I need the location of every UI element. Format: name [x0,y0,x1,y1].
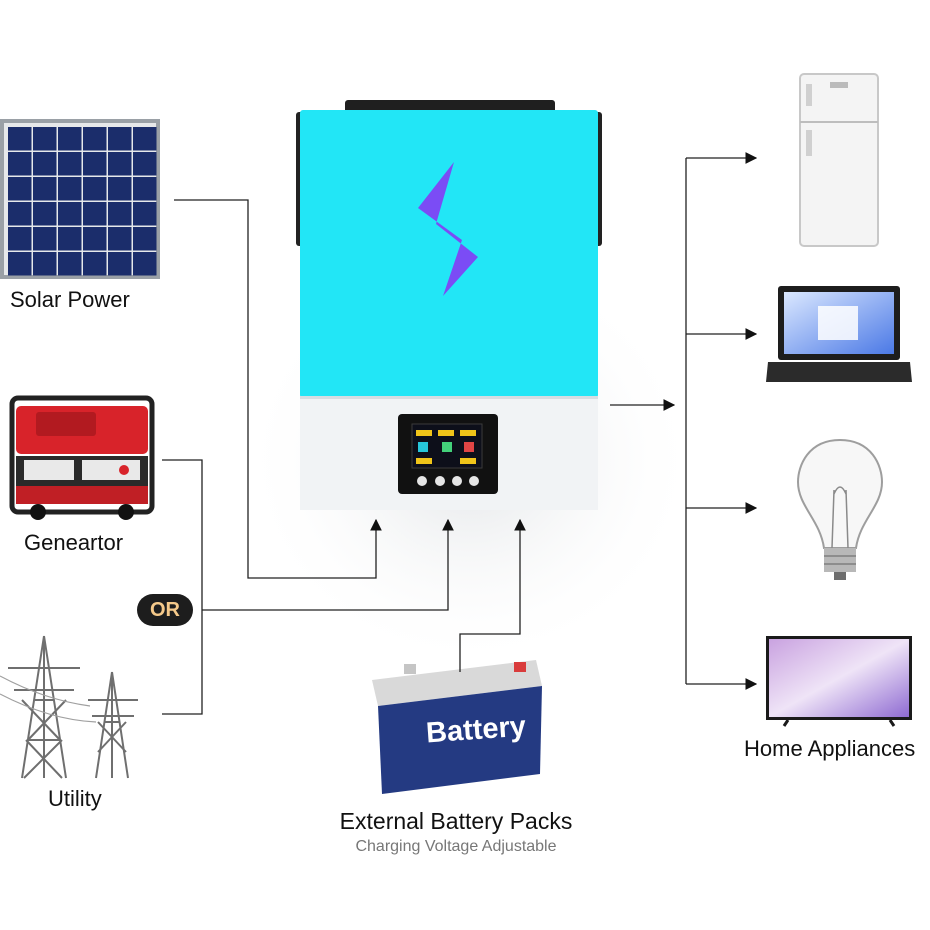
battery-subcaption: Charging Voltage Adjustable [355,838,557,855]
grid-connection [202,518,454,611]
power-tower-icon [0,635,138,779]
solar-cell [58,227,82,251]
solar-cell [133,202,157,226]
solar-cell [108,227,132,251]
solar-cell [58,177,82,201]
solar-cell [133,227,157,251]
solar-cell [33,177,57,201]
battery-icon [372,660,542,794]
solar-cell [83,152,107,176]
solar-cell [83,127,107,151]
solar-cell [83,202,107,226]
solar-cell [133,127,157,151]
laptop-icon [766,286,912,382]
solar-cell [58,202,82,226]
television-icon [766,636,912,727]
battery-caption: External Battery Packs [339,808,573,834]
solar-cell [108,177,132,201]
solar-cell [8,202,32,226]
solar-connection [174,199,382,579]
solar-cell [83,177,107,201]
solar-cell [33,152,57,176]
solar-cell [83,252,107,276]
inverter-icon [240,100,700,670]
solar-cell [133,177,157,201]
solar-cell [58,152,82,176]
generator-connection [162,459,203,715]
solar-cell [8,127,32,151]
solar-power-label: Solar Power [10,287,130,312]
solar-cell [133,152,157,176]
solar-cell [33,127,57,151]
solar-cell [83,227,107,251]
or-badge: OR [137,594,193,626]
connection-lines [162,152,758,715]
home-appliances-label: Home Appliances [744,736,916,761]
solar-cell [58,127,82,151]
solar-cell [33,202,57,226]
solar-panel-icon [0,119,160,279]
generator-label: Geneartor [24,530,124,555]
utility-label: Utility [48,786,102,811]
solar-cell [8,252,32,276]
solar-cell [108,202,132,226]
refrigerator-icon [799,73,879,247]
solar-cell [108,252,132,276]
battery-connection [459,518,526,672]
solar-cell [108,152,132,176]
solar-cell [8,152,32,176]
solar-cell [33,252,57,276]
solar-cell [33,227,57,251]
light-bulb-icon [796,438,884,580]
generator-icon [9,395,155,520]
solar-cell [108,127,132,151]
solar-cell [8,227,32,251]
solar-cell [58,252,82,276]
solar-cell [8,177,32,201]
solar-cell [133,252,157,276]
